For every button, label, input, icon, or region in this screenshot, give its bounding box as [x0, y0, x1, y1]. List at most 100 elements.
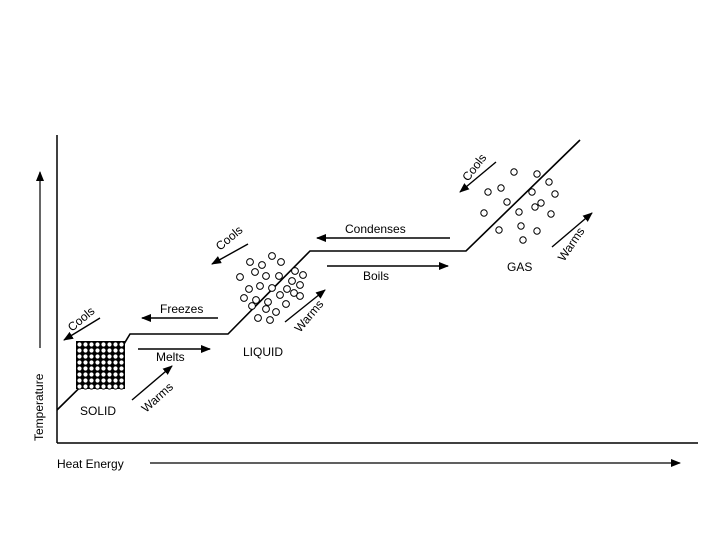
particle [113, 372, 118, 377]
particle [107, 342, 112, 347]
particle [297, 293, 304, 300]
particle [529, 189, 535, 195]
particle [119, 348, 124, 353]
particle [107, 348, 112, 353]
particle [498, 185, 504, 191]
freezes-label: Freezes [160, 302, 203, 316]
particle [89, 384, 94, 389]
particle [278, 259, 285, 266]
particle [77, 348, 82, 353]
y-axis-label: Temperature [32, 373, 46, 441]
particle [289, 278, 296, 285]
particle [265, 299, 272, 306]
particle [119, 384, 124, 389]
particle [259, 262, 266, 269]
particle [504, 199, 510, 205]
particle [77, 354, 82, 359]
particle [297, 282, 304, 289]
particle [113, 354, 118, 359]
particle [532, 204, 538, 210]
particle [511, 169, 517, 175]
particle [263, 306, 270, 313]
particle [113, 366, 118, 371]
particle [95, 378, 100, 383]
particle [83, 378, 88, 383]
particle [113, 342, 118, 347]
liquid-label: LIQUID [243, 345, 283, 359]
particle [113, 378, 118, 383]
particle [95, 354, 100, 359]
particle [95, 384, 100, 389]
solid-label: SOLID [80, 404, 116, 418]
particle [77, 384, 82, 389]
particle [107, 372, 112, 377]
particle [107, 378, 112, 383]
particle [83, 348, 88, 353]
particle [119, 372, 124, 377]
particle [95, 360, 100, 365]
particle [277, 292, 284, 299]
particle [516, 209, 522, 215]
particle [107, 366, 112, 371]
particle [101, 354, 106, 359]
particle [77, 378, 82, 383]
particle [552, 191, 558, 197]
gas-particles [481, 169, 558, 243]
particle [77, 360, 82, 365]
gas-cools-label: Cools [459, 151, 489, 184]
particle [83, 354, 88, 359]
x-axis-label: Heat Energy [57, 457, 124, 471]
particle [276, 273, 283, 280]
particle [252, 269, 259, 276]
particle [237, 274, 244, 281]
particle [273, 309, 280, 316]
particle [77, 366, 82, 371]
particle [534, 171, 540, 177]
particle [534, 228, 540, 234]
particle [77, 372, 82, 377]
particle [546, 179, 552, 185]
gas-label: GAS [507, 260, 532, 274]
particle [119, 360, 124, 365]
particle [89, 342, 94, 347]
particle [101, 384, 106, 389]
particle [119, 354, 124, 359]
particle [538, 200, 544, 206]
melts-label: Melts [156, 350, 185, 364]
particle [269, 285, 276, 292]
particle [249, 303, 256, 310]
particle [83, 342, 88, 347]
particle [269, 253, 276, 260]
particle [113, 360, 118, 365]
particle [113, 348, 118, 353]
particle [95, 366, 100, 371]
particle [119, 378, 124, 383]
particle [89, 360, 94, 365]
particle [284, 286, 291, 293]
particle [518, 223, 524, 229]
particle [101, 366, 106, 371]
particle [119, 366, 124, 371]
particle [257, 283, 264, 290]
solid-particles [76, 341, 125, 389]
particle [481, 210, 487, 216]
particle [119, 342, 124, 347]
particle [267, 317, 274, 324]
particle [246, 286, 253, 293]
particle [89, 372, 94, 377]
particle [83, 366, 88, 371]
particle [83, 360, 88, 365]
particle [548, 211, 554, 217]
particle [95, 348, 100, 353]
particle [300, 272, 307, 279]
particle [89, 378, 94, 383]
particle [101, 378, 106, 383]
particle [283, 301, 290, 308]
particle [95, 342, 100, 347]
particle [107, 360, 112, 365]
gas-warms-label: Warms [555, 225, 588, 264]
particle [292, 268, 299, 275]
particle [77, 342, 82, 347]
particle [255, 315, 262, 322]
particle [520, 237, 526, 243]
